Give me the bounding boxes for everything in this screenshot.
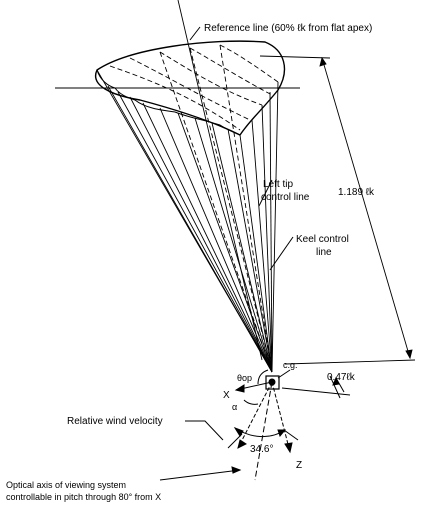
suspension-lines	[96, 44, 279, 373]
left-tip-label-2: control line	[261, 192, 310, 203]
optical-axis-label-2: controllable in pitch through 80° from X	[6, 492, 161, 502]
dimension-main-label: 1.189 ℓk	[338, 187, 375, 198]
reference-line-label: Reference line (60% ℓk from flat apex)	[204, 23, 372, 34]
payload-and-axes	[159, 26, 351, 481]
text-labels: Reference line (60% ℓk from flat apex) 1…	[6, 23, 375, 502]
keel-label-2: line	[316, 247, 332, 258]
angle-label: 34.6°	[250, 444, 273, 455]
x-axis-label: X	[223, 390, 230, 401]
z-axis-label: Z	[296, 460, 302, 471]
left-tip-label: Left tip	[263, 179, 293, 190]
optical-axis-label: Optical axis of viewing system	[6, 480, 126, 490]
canopy	[94, 40, 286, 136]
dimension-small-label: 0.47ℓk	[327, 372, 356, 383]
keel-label: Keel control	[296, 234, 349, 245]
cg-label: c.g.	[283, 360, 298, 370]
reference-lines	[55, 0, 416, 365]
relative-wind-label: Relative wind velocity	[67, 416, 163, 427]
theta-label: θop	[237, 373, 252, 383]
alpha-label: α	[232, 402, 237, 412]
